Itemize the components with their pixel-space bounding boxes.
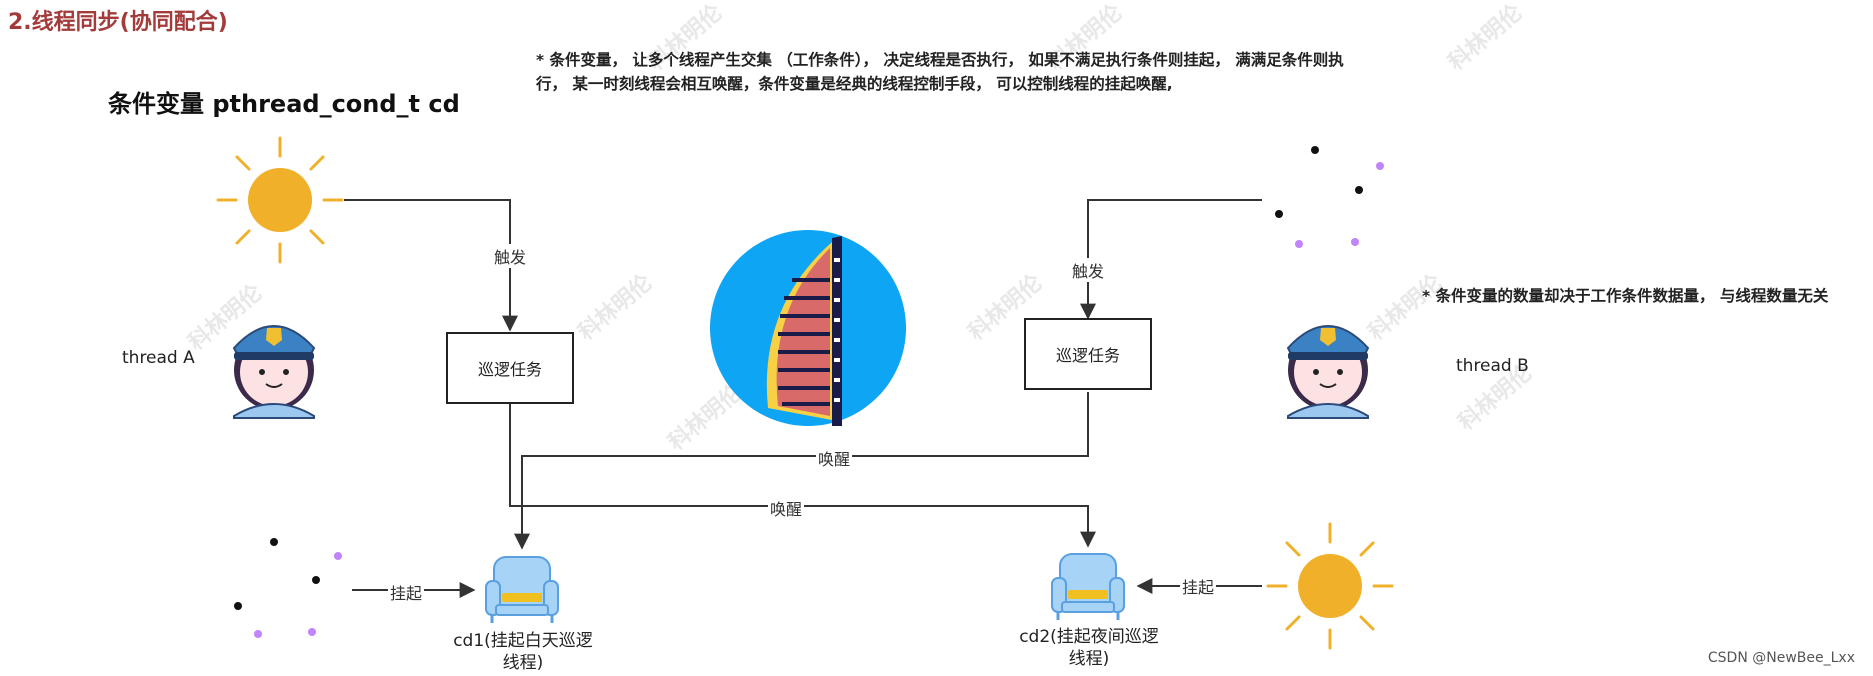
cond-var-title: 条件变量 pthread_cond_t cd [108, 90, 460, 118]
thread-b-label: thread B [1456, 356, 1529, 376]
sun-icon [216, 136, 344, 264]
edge-wake-cd1 [514, 392, 1089, 550]
edge-label-trigger-b: 触发 [1069, 258, 1107, 282]
edge-label-suspend-cd2: 挂起 [1179, 574, 1217, 598]
edge-label-suspend-cd1: 挂起 [387, 580, 425, 604]
task-box-a: 巡逻任务 [446, 332, 574, 404]
page-title: 2.线程同步(协同配合) [8, 10, 228, 35]
moon-icon [1275, 146, 1384, 248]
top-note: * 条件变量， 让多个线程产生交集 （工作条件）， 决定线程是否执行， 如果不满… [536, 51, 1344, 93]
chair-icon [1051, 553, 1125, 620]
cd1-label: cd1(挂起白天巡逻线程) [453, 631, 593, 673]
logo-icon [710, 230, 906, 426]
sun-icon [1266, 522, 1394, 650]
edge-trigger-b [1080, 199, 1262, 320]
edge-trigger-a [344, 199, 518, 332]
cd2-label: cd2(挂起夜间巡逻线程) [1019, 627, 1159, 669]
task-box-b: 巡逻任务 [1024, 318, 1152, 390]
edge-label-trigger-a: 触发 [491, 244, 529, 268]
thread-a-label: thread A [122, 348, 195, 368]
right-note: * 条件变量的数量却决于工作条件数据量， 与线程数量无关 [1422, 287, 1829, 305]
policeman-icon [1286, 325, 1370, 419]
policeman-icon [232, 325, 316, 419]
csdn-credit: CSDN @NewBee_Lxx [1707, 650, 1855, 666]
edge-label-wake-cd1: 唤醒 [815, 446, 853, 470]
edge-label-wake-cd2: 唤醒 [767, 496, 805, 520]
moon-icon [234, 538, 342, 638]
chair-icon [485, 556, 559, 623]
